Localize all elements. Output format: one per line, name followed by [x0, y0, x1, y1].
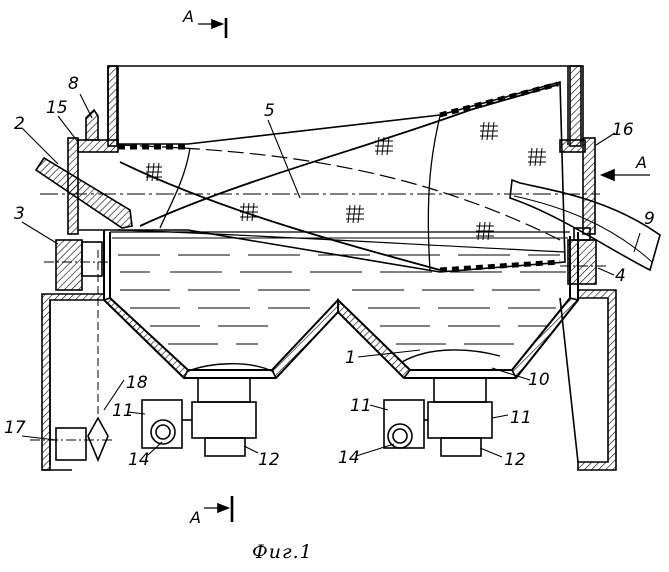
label-5: 5 — [264, 103, 275, 120]
section-mark-bottom: A — [190, 510, 201, 526]
feed-chute — [36, 158, 132, 228]
section-mark-top: A — [183, 9, 194, 25]
bearing-right — [560, 228, 608, 284]
bearing-left — [44, 240, 110, 290]
label-4: 4 — [615, 268, 626, 285]
section-mark-right: A — [636, 155, 647, 171]
sediment-right — [402, 350, 500, 362]
label-2: 2 — [14, 116, 25, 133]
liquid-dashes — [118, 255, 566, 344]
label-15: 15 — [46, 100, 68, 117]
right-leg — [560, 290, 616, 470]
mesh-marks — [146, 122, 546, 240]
label-3: 3 — [14, 206, 25, 223]
settling-tank — [104, 230, 578, 378]
label-11-right: 11 — [510, 410, 532, 427]
label-11-left: 11 — [112, 403, 134, 420]
label-9: 9 — [644, 211, 655, 228]
figure-caption: Фиг.1 — [252, 541, 313, 563]
label-11-mid: 11 — [350, 398, 372, 415]
label-1: 1 — [345, 350, 356, 367]
outlet-right — [384, 378, 492, 456]
right-flange — [560, 138, 595, 234]
label-17: 17 — [4, 420, 26, 437]
label-14-right: 14 — [338, 450, 360, 467]
label-8: 8 — [68, 76, 79, 93]
label-12-left: 12 — [258, 452, 280, 469]
conical-drum — [118, 82, 565, 272]
label-16: 16 — [612, 122, 634, 139]
housing-upper — [108, 66, 583, 146]
label-14-left: 14 — [128, 452, 150, 469]
label-18: 18 — [126, 375, 148, 392]
label-12-right: 12 — [504, 452, 526, 469]
label-10: 10 — [528, 372, 550, 389]
